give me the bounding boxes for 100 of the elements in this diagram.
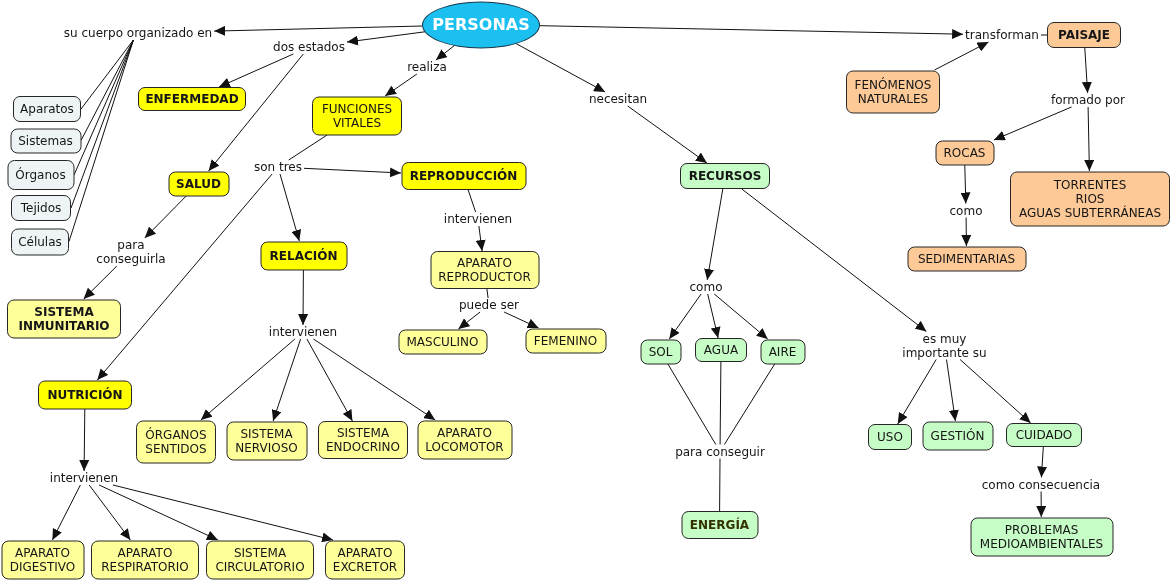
arrow xyxy=(98,484,219,541)
arrow xyxy=(79,408,90,472)
concept-box: FENÓMENOS NATURALES xyxy=(846,70,940,113)
connector-line xyxy=(486,288,489,299)
arrow xyxy=(1081,47,1092,94)
concept-box: RECURSOS xyxy=(680,163,770,189)
concept-box: PAISAJE xyxy=(1047,22,1121,48)
concept-label: AGUAS SUBTERRÁNEAS xyxy=(1018,205,1162,220)
arrow xyxy=(707,293,721,339)
arrow xyxy=(208,53,304,172)
arrow xyxy=(213,25,423,36)
arrow xyxy=(96,173,273,381)
arrow xyxy=(475,225,486,252)
concept-box: SISTEMA NERVIOSO xyxy=(226,421,307,460)
linking-phrase: formado por xyxy=(1049,93,1127,107)
concept-label: TORRENTES xyxy=(1053,177,1127,192)
arrow xyxy=(384,73,418,97)
concept-box: MASCULINO xyxy=(398,329,487,354)
concept-box: NUTRICIÓN xyxy=(38,380,132,409)
arrow xyxy=(306,338,353,422)
concept-box: ENERGÍA xyxy=(681,511,758,539)
concept-box: SOL xyxy=(640,339,681,364)
arrow xyxy=(279,173,302,242)
concept-box: Órganos xyxy=(7,160,74,190)
arrow xyxy=(704,188,724,281)
arrow xyxy=(51,484,81,541)
arrow xyxy=(627,105,708,164)
linking-phrase: dos estados xyxy=(271,40,347,54)
connector-line xyxy=(467,189,477,213)
linking-phrase: son tres xyxy=(252,160,304,174)
concept-label: RIOS xyxy=(1075,191,1105,206)
concept-box: USO xyxy=(868,424,912,450)
arrow xyxy=(993,106,1072,141)
connector-line xyxy=(723,363,776,445)
arrow xyxy=(271,338,302,422)
concept-box: ROCAS xyxy=(935,140,994,165)
arrow xyxy=(741,188,927,332)
arrow xyxy=(934,41,989,71)
arrow xyxy=(1037,446,1048,478)
connector-line xyxy=(73,39,134,176)
arrow xyxy=(144,195,187,239)
arrow xyxy=(946,359,959,422)
concept-box: Tejidos xyxy=(11,195,71,221)
concept-box: RELACIÓN xyxy=(260,241,347,270)
linking-phrase: puede ser xyxy=(457,298,521,312)
connector-line xyxy=(667,363,717,445)
linking-phrase: intervienen xyxy=(47,471,121,485)
concept-box: Aparatos xyxy=(13,96,81,122)
arrow xyxy=(218,53,294,88)
linking-phrase: intervienen xyxy=(266,325,340,339)
concept-box: PROBLEMAS MEDIOAMBIENTALES xyxy=(970,517,1113,556)
arrow xyxy=(503,311,540,329)
linking-phrase: para conseguirla xyxy=(89,238,173,266)
arrow xyxy=(313,338,436,421)
arrow xyxy=(959,359,1032,424)
concept-box: SALUD xyxy=(168,171,229,196)
arrow xyxy=(112,484,334,543)
linking-phrase: intervienen xyxy=(441,212,515,226)
arrow xyxy=(960,164,971,204)
concept-box: AGUA xyxy=(695,338,747,362)
connector-line xyxy=(80,39,134,141)
linking-phrase: como xyxy=(687,280,725,294)
concept-box: APARATO EXCRETOR xyxy=(325,540,405,579)
arrow xyxy=(435,45,455,61)
concept-box xyxy=(1010,171,1170,226)
arrow xyxy=(1036,491,1047,518)
concept-box: ÓRGANOS SENTIDOS xyxy=(136,420,216,463)
linking-phrase: su cuerpo organizado en xyxy=(61,26,215,40)
linking-phrase: como consecuencia xyxy=(979,477,1103,492)
concept-box: ENFERMEDAD xyxy=(138,87,246,111)
arrow xyxy=(303,167,402,178)
linking-phrase: como xyxy=(947,203,985,218)
concept-box: CUIDADO xyxy=(1006,423,1082,447)
concept-box: FEMENINO xyxy=(525,328,606,353)
concept-box: FUNCIONES VITALES xyxy=(312,96,402,135)
connector-line xyxy=(80,39,134,110)
connector-line xyxy=(719,458,721,512)
arrow xyxy=(961,217,972,247)
linking-phrase: transforman xyxy=(963,28,1041,42)
concept-box: AIRE xyxy=(760,339,805,364)
connector-line xyxy=(68,39,134,242)
connector-line xyxy=(288,134,328,161)
concept-box: APARATO LOCOMOTOR xyxy=(417,420,512,459)
concept-box: APARATO RESPIRATORIO xyxy=(91,540,199,579)
concept-box: Sistemas xyxy=(10,128,81,153)
connector-line xyxy=(719,361,722,445)
arrow xyxy=(897,359,937,425)
concept-box: SISTEMA INMUNITARIO xyxy=(7,299,121,338)
concept-ellipse: PERSONAS xyxy=(422,1,540,48)
arrow xyxy=(200,338,296,421)
arrow xyxy=(88,484,131,541)
arrow xyxy=(515,43,606,93)
linking-phrase: para conseguir xyxy=(673,444,767,459)
concept-box: APARATO REPRODUCTOR xyxy=(430,251,539,289)
connector-line xyxy=(1040,34,1048,36)
linking-phrase: realiza xyxy=(405,60,449,74)
linking-phrase: necesitan xyxy=(586,92,650,106)
concept-box: SISTEMA CIRCULATORIO xyxy=(206,540,314,579)
linking-phrase: es muy importante su xyxy=(892,331,997,360)
concept-box: APARATO DIGESTIVO xyxy=(1,540,84,579)
